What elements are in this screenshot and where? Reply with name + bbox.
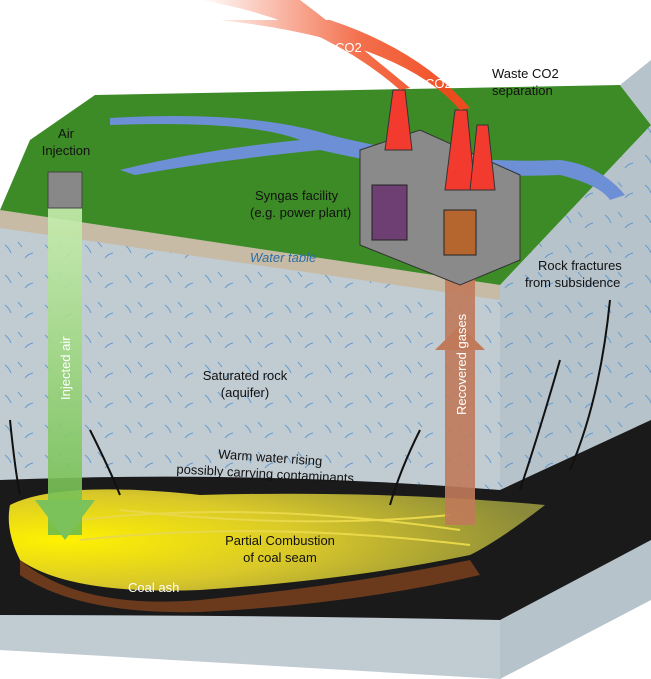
syngas-label-1: Syngas facility: [255, 188, 339, 203]
coal-ash-layer: [20, 560, 480, 613]
air-injection-label-1: Air: [58, 126, 75, 141]
syngas-tank: [371, 184, 408, 241]
recovered-gas-inlet: [443, 209, 477, 256]
aquifer-pattern: [0, 228, 500, 490]
waste-co2-label-2: separation: [492, 83, 553, 98]
recovered-gases-arrowhead: [435, 325, 485, 350]
syngas-label-2: (e.g. power plant): [250, 205, 351, 220]
co2-label-1: CO2: [335, 40, 362, 55]
surface-right-grey: [620, 60, 651, 125]
saturated-rock-label-1: Saturated rock: [203, 368, 288, 383]
air-injection-label-2: Injection: [42, 143, 90, 158]
injected-air-label: Injected air: [58, 336, 73, 400]
co2-label-2: CO2: [425, 76, 452, 91]
smokestack-2: [444, 109, 476, 191]
rock-fractures-label-2: from subsidence: [525, 275, 620, 290]
rock-fractures: [9, 299, 611, 506]
warm-water-label-1: Warm water rising: [218, 446, 323, 468]
recovered-gases-pipe: [445, 255, 475, 525]
injected-air-arrowhead: [35, 500, 95, 540]
rock-fractures-label-1: Rock fractures: [538, 258, 622, 273]
combustion-label-2: of coal seam: [243, 550, 317, 565]
water-table-label: Water table: [250, 250, 316, 265]
smokestack-1: [384, 89, 413, 151]
co2-plume: [200, 0, 470, 110]
right-coal-layer: [500, 420, 651, 620]
air-injection-unit: [47, 171, 83, 209]
combustion-label-1: Partial Combustion: [225, 533, 335, 548]
smokestack-3: [469, 124, 496, 191]
waste-co2-label-1: Waste CO2: [492, 66, 559, 81]
injected-air-pipe: [48, 205, 82, 535]
right-face-aquifer-pattern: [500, 125, 651, 500]
soil-layer: [0, 210, 500, 300]
coal-ash-label: Coal ash: [128, 580, 179, 595]
combustion-streaks: [79, 509, 471, 546]
saturated-rock-label-2: (aquifer): [221, 385, 269, 400]
recovered-gases-label: Recovered gases: [454, 313, 469, 415]
